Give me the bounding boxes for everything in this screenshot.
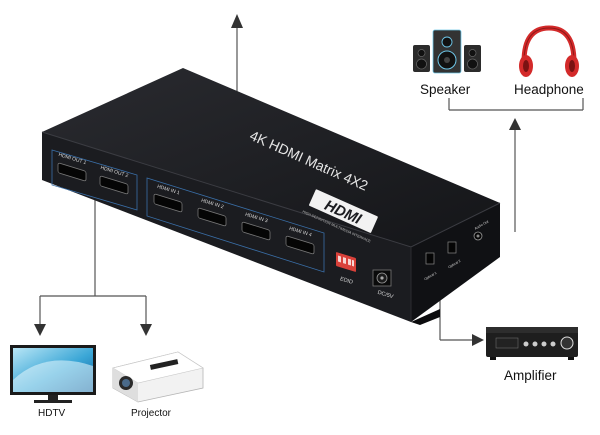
- projector-label: Projector: [131, 408, 172, 419]
- arrow-audio-icon: [509, 118, 521, 130]
- audio-out-label: Audio Out: [474, 219, 490, 230]
- hdmi-in-4-port[interactable]: [285, 235, 315, 255]
- dc-label: DC/5V: [377, 290, 395, 301]
- device-front: [42, 132, 411, 322]
- optical-1-port[interactable]: [425, 252, 435, 265]
- hdmi-matrix-device: 4K HDMI Matrix 4X2 HDMI HIGH-DEFINITION …: [41, 68, 501, 325]
- out-group-frame: [51, 149, 138, 211]
- hdmi-out-1-port[interactable]: [57, 162, 87, 182]
- hdtv-label: HDTV: [38, 408, 66, 419]
- hdtv-icon: [10, 345, 96, 403]
- mount-ear: [411, 309, 440, 325]
- headphone-icon: [519, 25, 579, 77]
- arrow-up-icon: [231, 14, 243, 28]
- dc-power-jack[interactable]: [372, 269, 392, 287]
- arrowheads: [34, 14, 521, 346]
- optical-2-label: Optical 2: [448, 259, 462, 269]
- amplifier-icon: [486, 327, 578, 360]
- hdmi-out-2-port[interactable]: [99, 175, 129, 195]
- projector-icon: [112, 351, 204, 403]
- in-group-frame: [146, 177, 325, 273]
- edid-label: EDID: [339, 276, 353, 286]
- arrow-hdtv-icon: [34, 324, 46, 336]
- audio-out-port[interactable]: [473, 231, 483, 241]
- hdmi-in-2-port[interactable]: [197, 207, 227, 227]
- hdmi-in-1-port[interactable]: [153, 193, 183, 213]
- arrow-projector-icon: [140, 324, 152, 336]
- optical-1-label: Optical 1: [424, 271, 438, 281]
- hdmi-in-3-port[interactable]: [241, 221, 271, 241]
- speaker-icon: [413, 29, 481, 74]
- headphone-label: Headphone: [514, 82, 584, 97]
- arrow-amplifier-icon: [472, 334, 484, 346]
- speaker-label: Speaker: [420, 82, 471, 97]
- edid-switch[interactable]: [336, 252, 356, 272]
- amplifier-label: Amplifier: [504, 368, 557, 383]
- device-top: [42, 68, 500, 247]
- optical-2-port[interactable]: [447, 241, 457, 254]
